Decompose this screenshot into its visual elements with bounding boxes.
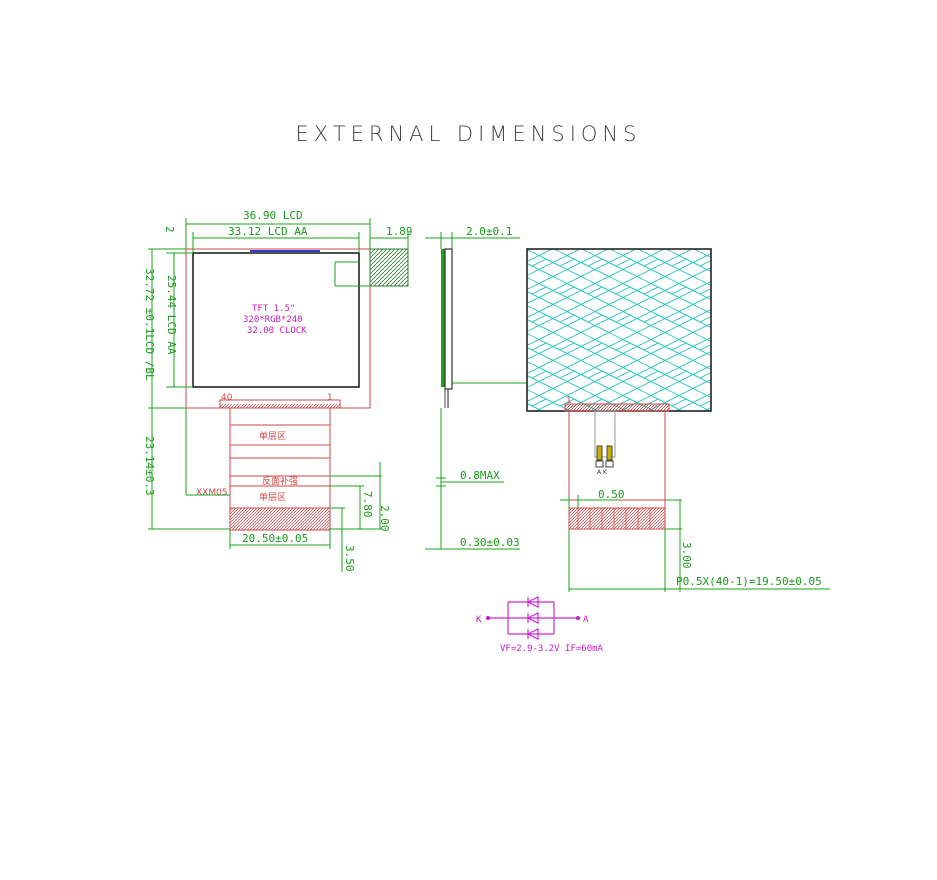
back-view: 1 A K 0.50 3.00 P0.5X(40-1)=19.50±0.05 xyxy=(526,248,830,592)
fpc-code: XXM05 xyxy=(196,488,228,498)
dim-pitch-pad: 0.50 xyxy=(598,488,625,501)
dim-lcd-height: 32.72 ±0.1LCD /BL xyxy=(143,268,156,381)
led-note: VF=2.9-3.2V IF=60mA xyxy=(500,644,604,654)
dim-3-50: 3.50 xyxy=(343,545,356,572)
panel-line-1: TFT 1.5" xyxy=(252,304,295,314)
backlight-back xyxy=(526,248,712,412)
tab-hatch xyxy=(369,248,409,287)
panel-line-2: 320*RGB*240 xyxy=(243,315,303,325)
led-a-label: A xyxy=(583,615,589,625)
panel-line-3: 32.00 CLOCK xyxy=(247,326,307,336)
led-diode-2 xyxy=(526,612,539,624)
dim-aa-width: 33.12 LCD AA xyxy=(228,225,308,238)
fpc-contact-area xyxy=(229,507,331,531)
pin-1-label: 1 xyxy=(327,393,333,403)
page-title: EXTERNAL DIMENSIONS xyxy=(295,122,642,146)
dim-thickness: 2.0±0.1 xyxy=(466,225,512,238)
back-connector xyxy=(564,403,670,412)
side-glass xyxy=(441,249,445,387)
fpc-label-mid: 反面补强 xyxy=(262,475,298,487)
side-backlight xyxy=(444,248,453,390)
led-circuit: K A VF=2.9-3.2V IF=60mA xyxy=(476,596,604,654)
dim-7-80: 7.80 xyxy=(361,491,374,518)
dim-pitch-total: P0.5X(40-1)=19.50±0.05 xyxy=(676,575,822,588)
led-k-label: K xyxy=(476,615,482,625)
dim-tab: 1.89 xyxy=(386,225,413,238)
dim-aa-height: 25.44 LCD AA xyxy=(165,275,178,355)
led-diode-1 xyxy=(526,596,539,608)
fpc-label-top: 单层区 xyxy=(259,430,286,442)
back-pin-1-label: 1 xyxy=(566,396,572,406)
pin-40-label: 40 xyxy=(221,393,233,403)
dim-lcd-width: 36.90 LCD xyxy=(243,209,303,222)
dim-3-00: 3.00 xyxy=(680,542,693,569)
side-view: 2.0±0.1 0.8MAX 0.30±0.03 xyxy=(425,225,527,550)
front-view: 36.90 LCD 33.12 LCD AA 1.89 2 25.44 LCD … xyxy=(143,209,413,572)
fpc-label-bottom: 单层区 xyxy=(259,491,286,503)
led-pad-labels: A K xyxy=(597,469,608,476)
dim-2-00: 2.00 xyxy=(378,505,391,532)
dim-fpc-max: 0.8MAX xyxy=(460,469,500,482)
active-area xyxy=(192,252,360,388)
dim-fpc-width: 20.50±0.05 xyxy=(242,532,308,545)
led-diode-3 xyxy=(526,628,539,640)
dim-side-2: 2 xyxy=(163,226,176,233)
dim-total-height: 23.14±0.3 xyxy=(143,436,156,496)
dim-fpc-thick: 0.30±0.03 xyxy=(460,536,520,549)
